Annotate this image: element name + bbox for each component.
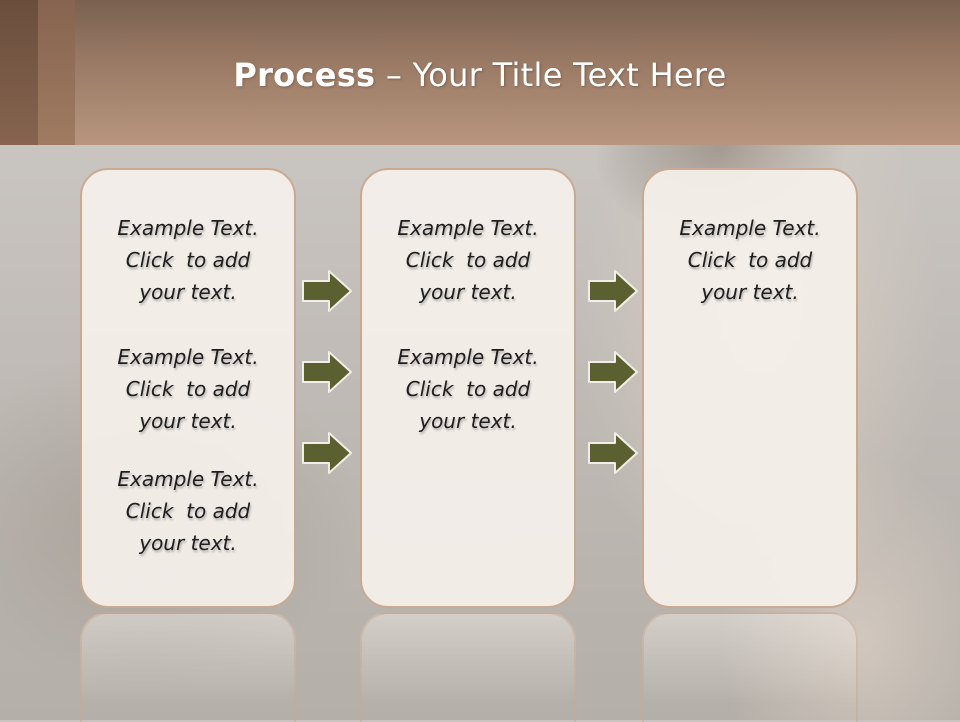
text-line: Click to add <box>125 248 251 272</box>
right-arrow-icon[interactable] <box>588 270 638 312</box>
text-line: Example Text. <box>397 345 539 369</box>
box-reflection <box>360 612 576 722</box>
title-banner <box>0 0 960 145</box>
right-arrow-icon[interactable] <box>302 351 352 393</box>
right-arrow-icon[interactable] <box>302 432 352 474</box>
text-line: Example Text. <box>397 216 539 240</box>
box-reflection <box>80 612 296 722</box>
text-block[interactable]: Example Text. Click to add your text. <box>82 341 294 437</box>
text-line: Click to add <box>405 377 531 401</box>
text-block[interactable]: Example Text. Click to add your text. <box>362 212 574 308</box>
process-box-3[interactable]: Example Text. Click to add your text. <box>642 168 858 608</box>
right-arrow-icon[interactable] <box>302 270 352 312</box>
banner-stripe-dark <box>0 0 38 145</box>
process-box-1[interactable]: Example Text. Click to add your text. Ex… <box>80 168 296 608</box>
text-line: Example Text. <box>117 345 259 369</box>
text-line: Click to add <box>125 377 251 401</box>
text-block[interactable]: Example Text. Click to add your text. <box>82 212 294 308</box>
text-line: Example Text. <box>117 216 259 240</box>
text-line: Example Text. <box>679 216 821 240</box>
text-line: your text. <box>139 280 237 304</box>
text-block[interactable]: Example Text. Click to add your text. <box>362 341 574 437</box>
text-line: Example Text. <box>117 467 259 491</box>
slide-title[interactable]: Process – Your Title Text Here <box>0 52 960 98</box>
text-line: Click to add <box>125 499 251 523</box>
text-line: your text. <box>419 409 517 433</box>
right-arrow-icon[interactable] <box>588 432 638 474</box>
text-block[interactable]: Example Text. Click to add your text. <box>82 463 294 559</box>
process-box-2[interactable]: Example Text. Click to add your text. Ex… <box>360 168 576 608</box>
text-line: Click to add <box>687 248 813 272</box>
text-line: your text. <box>701 280 799 304</box>
title-bold: Process <box>233 56 376 94</box>
text-line: your text. <box>139 409 237 433</box>
title-rest: – Your Title Text Here <box>375 56 727 94</box>
box-reflection <box>642 612 858 722</box>
text-line: Click to add <box>405 248 531 272</box>
right-arrow-icon[interactable] <box>588 351 638 393</box>
banner-stripe-mid <box>38 0 75 145</box>
text-line: your text. <box>139 531 237 555</box>
text-block[interactable]: Example Text. Click to add your text. <box>644 212 856 308</box>
text-line: your text. <box>419 280 517 304</box>
